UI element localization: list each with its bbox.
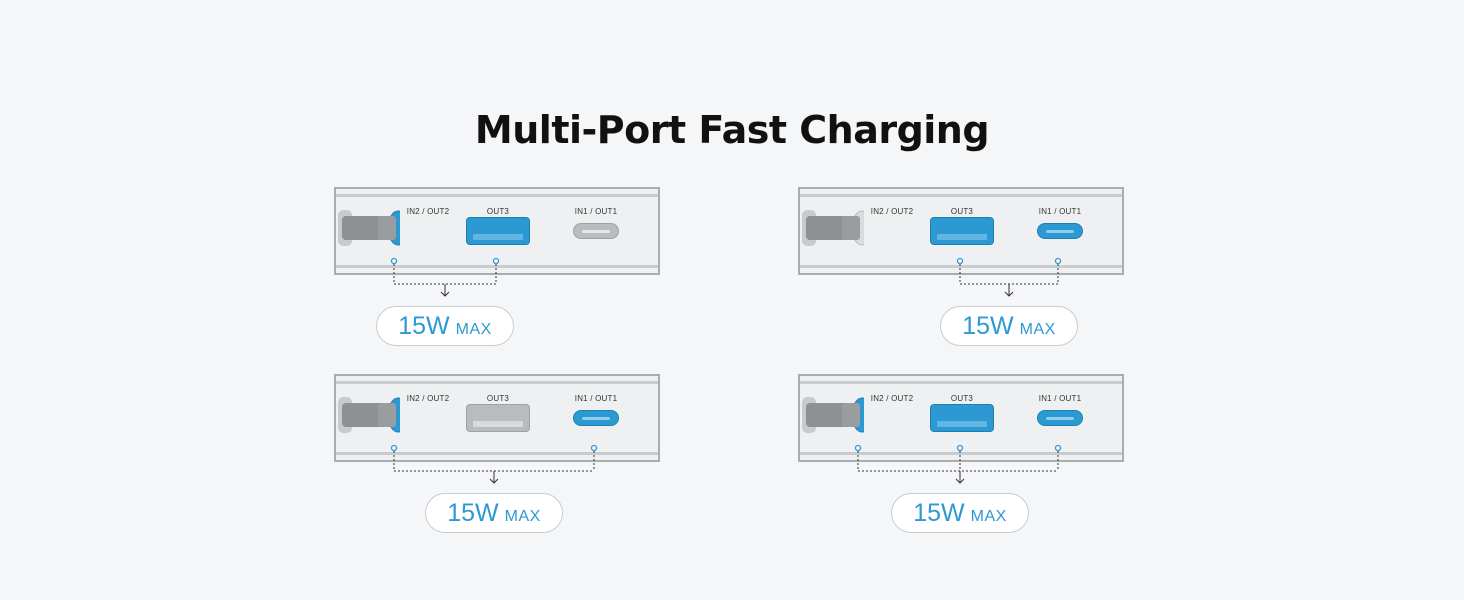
usb-a-port-out3 bbox=[466, 404, 530, 432]
power-bank-device: IN2 / OUT2 OUT3 IN1 / OUT1 bbox=[798, 187, 1124, 275]
arrow-down-icon bbox=[489, 478, 499, 484]
usb-a-port-out3 bbox=[930, 217, 994, 245]
arrow-down-icon bbox=[440, 291, 450, 297]
usb-cable-icon bbox=[338, 397, 400, 433]
device-top-rail bbox=[800, 381, 1122, 384]
usb-c-port-in1-out1 bbox=[1037, 410, 1083, 426]
power-watts: 15W bbox=[398, 312, 450, 340]
power-output-badge: 15W MAX bbox=[376, 306, 514, 346]
usb-a-tongue bbox=[937, 234, 987, 240]
device-bottom-rail bbox=[800, 265, 1122, 268]
charger-panel-top-left: IN2 / OUT2 OUT3 IN1 / OUT1 15W MAX bbox=[334, 187, 664, 367]
usb-a-tongue bbox=[937, 421, 987, 427]
device-bottom-rail bbox=[800, 452, 1122, 455]
usb-c-port-in1-out1 bbox=[573, 223, 619, 239]
arrow-down-icon bbox=[1004, 291, 1014, 297]
port-label-in1-out1: IN1 / OUT1 bbox=[1038, 207, 1082, 216]
port-dot bbox=[1054, 257, 1062, 265]
port-dot bbox=[854, 444, 862, 452]
port-dot bbox=[956, 444, 964, 452]
usb-c-slot bbox=[582, 417, 610, 420]
port-dot bbox=[590, 444, 598, 452]
device-bottom-rail bbox=[336, 265, 658, 268]
port-connection-lines bbox=[390, 444, 598, 484]
port-dot bbox=[1054, 444, 1062, 452]
usb-c-slot bbox=[582, 230, 610, 233]
usb-cable-icon bbox=[338, 210, 400, 246]
device-top-rail bbox=[336, 194, 658, 197]
usb-a-tongue bbox=[473, 421, 523, 427]
power-max-label: MAX bbox=[455, 321, 492, 338]
charger-panel-bottom-right: IN2 / OUT2 OUT3 IN1 / OUT1 15W MAX bbox=[798, 374, 1128, 554]
power-max-label: MAX bbox=[970, 508, 1007, 525]
arrow-down-icon bbox=[955, 478, 965, 484]
power-bank-device: IN2 / OUT2 OUT3 IN1 / OUT1 bbox=[334, 187, 660, 275]
device-top-rail bbox=[336, 381, 658, 384]
power-max-label: MAX bbox=[504, 508, 541, 525]
port-connection-lines bbox=[854, 444, 1062, 484]
usb-c-port-in1-out1 bbox=[573, 410, 619, 426]
power-output-badge: 15W MAX bbox=[425, 493, 563, 533]
port-label-out3: OUT3 bbox=[950, 207, 974, 216]
power-output-badge: 15W MAX bbox=[940, 306, 1078, 346]
usb-cable-icon bbox=[802, 397, 864, 433]
usb-c-slot bbox=[1046, 417, 1074, 420]
port-label-out3: OUT3 bbox=[486, 207, 510, 216]
port-label-in1-out1: IN1 / OUT1 bbox=[574, 394, 618, 403]
usb-a-port-out3 bbox=[930, 404, 994, 432]
page-title: Multi-Port Fast Charging bbox=[474, 108, 990, 152]
port-label-out3: OUT3 bbox=[486, 394, 510, 403]
power-max-label: MAX bbox=[1019, 321, 1056, 338]
usb-a-port-out3 bbox=[466, 217, 530, 245]
port-connection-lines bbox=[390, 257, 500, 297]
power-bank-device: IN2 / OUT2 OUT3 IN1 / OUT1 bbox=[798, 374, 1124, 462]
port-label-in1-out1: IN1 / OUT1 bbox=[1038, 394, 1082, 403]
port-label-out3: OUT3 bbox=[950, 394, 974, 403]
charger-panel-top-right: IN2 / OUT2 OUT3 IN1 / OUT1 15W MAX bbox=[798, 187, 1128, 367]
power-bank-device: IN2 / OUT2 OUT3 IN1 / OUT1 bbox=[334, 374, 660, 462]
port-label-in2-out2: IN2 / OUT2 bbox=[406, 394, 450, 403]
port-label-in1-out1: IN1 / OUT1 bbox=[574, 207, 618, 216]
charger-panel-bottom-left: IN2 / OUT2 OUT3 IN1 / OUT1 15W MAX bbox=[334, 374, 664, 554]
usb-c-slot bbox=[1046, 230, 1074, 233]
device-bottom-rail bbox=[336, 452, 658, 455]
device-top-rail bbox=[800, 194, 1122, 197]
port-dot bbox=[390, 257, 398, 265]
port-connection-lines bbox=[956, 257, 1062, 297]
port-label-in2-out2: IN2 / OUT2 bbox=[870, 394, 914, 403]
power-watts: 15W bbox=[962, 312, 1014, 340]
usb-a-tongue bbox=[473, 234, 523, 240]
port-dot bbox=[390, 444, 398, 452]
power-watts: 15W bbox=[913, 499, 965, 527]
port-label-in2-out2: IN2 / OUT2 bbox=[870, 207, 914, 216]
usb-cable-icon bbox=[802, 210, 864, 246]
port-dot bbox=[956, 257, 964, 265]
port-dot bbox=[492, 257, 500, 265]
usb-c-port-in1-out1 bbox=[1037, 223, 1083, 239]
port-label-in2-out2: IN2 / OUT2 bbox=[406, 207, 450, 216]
power-watts: 15W bbox=[447, 499, 499, 527]
power-output-badge: 15W MAX bbox=[891, 493, 1029, 533]
